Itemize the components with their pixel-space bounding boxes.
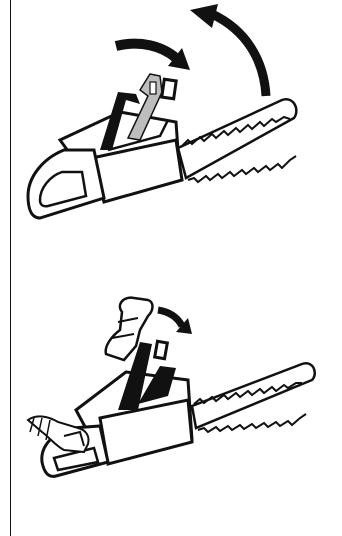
- left-border-rule: [10, 0, 11, 536]
- guide-bar: [176, 98, 298, 184]
- curved-arrow-right-icon: [114, 38, 190, 70]
- brake-indicator-mark: [160, 77, 178, 101]
- guide-bar-2: [190, 362, 316, 434]
- front-handle-2: [118, 339, 176, 410]
- bottom-panel: [26, 296, 316, 478]
- chain-brake-lever: [126, 73, 163, 141]
- boot-icon: [26, 415, 90, 454]
- top-panel: [26, 4, 298, 220]
- curved-arrow-up-icon: [190, 4, 271, 97]
- curved-arrow-right-icon-2: [157, 306, 192, 334]
- rear-handle: [26, 148, 106, 220]
- front-handle: [100, 92, 140, 150]
- hand-icon: [104, 296, 154, 362]
